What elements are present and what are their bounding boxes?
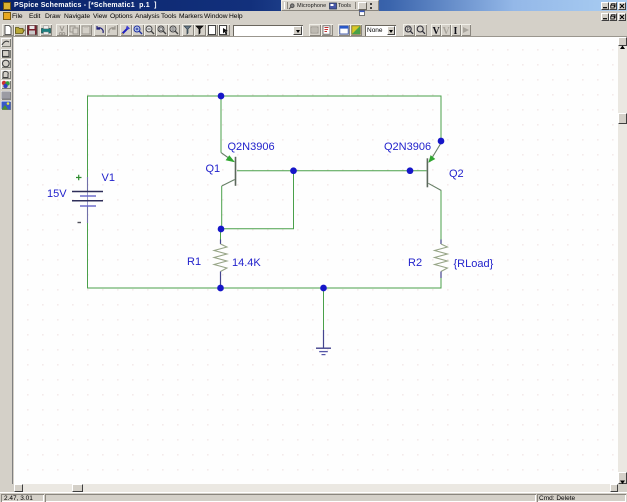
svg-text:R1: R1 xyxy=(187,256,201,268)
svg-text:R2: R2 xyxy=(408,257,422,269)
svg-text:V: V xyxy=(433,26,441,35)
svg-text:{RLoad}: {RLoad} xyxy=(454,258,494,270)
svg-text:Q2: Q2 xyxy=(449,168,464,180)
svg-text:I: I xyxy=(454,26,458,35)
svg-text:Q1: Q1 xyxy=(206,163,221,175)
svg-text:15V: 15V xyxy=(47,188,67,200)
svg-text:Q2N3906: Q2N3906 xyxy=(228,141,275,153)
svg-text:V: V xyxy=(443,26,451,35)
svg-text:V1: V1 xyxy=(102,172,115,184)
svg-text:Q2N3906: Q2N3906 xyxy=(384,141,431,153)
svg-text:P: P xyxy=(407,27,411,33)
svg-text:14.4K: 14.4K xyxy=(232,257,261,269)
